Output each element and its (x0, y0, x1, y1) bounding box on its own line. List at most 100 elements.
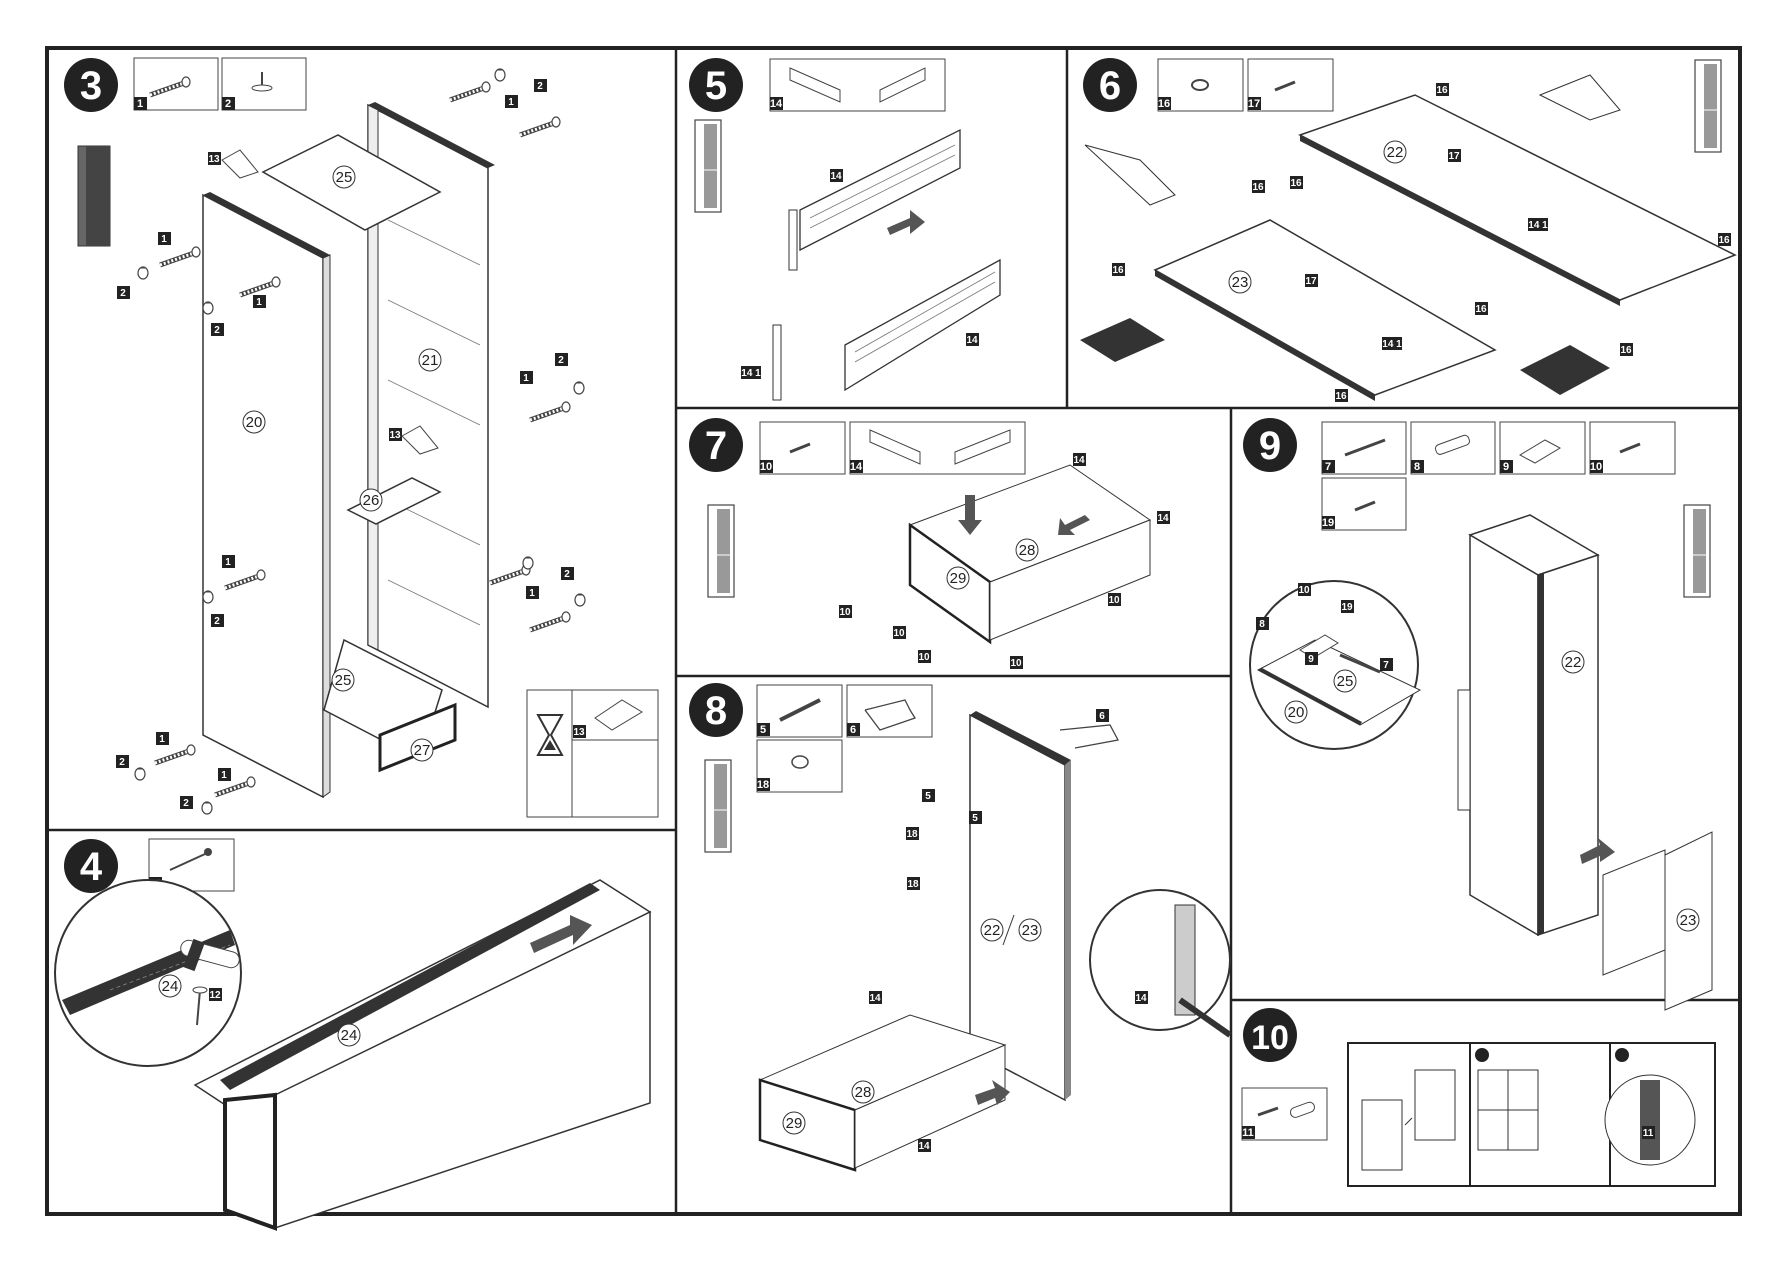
svg-text:10: 10 (1010, 658, 1022, 669)
tag-cluster: 1 2 1 2 1 2 1 2 1 2 2 1 1 2 1 2 (116, 79, 574, 809)
svg-text:8: 8 (1259, 619, 1265, 630)
svg-text:16: 16 (1290, 178, 1302, 189)
drill-icon (1538, 74, 1621, 121)
svg-text:1: 1 (161, 234, 167, 245)
step-4-panel: 4 12 24 24 12 (54, 838, 652, 1231)
svg-text:25: 25 (335, 672, 352, 689)
svg-text:1: 1 (508, 97, 514, 108)
svg-text:14: 14 (918, 1141, 930, 1152)
step-9-panel: 9 7 8 9 10 19 22 23 20 (1243, 418, 1713, 1011)
svg-text:7: 7 (1325, 461, 1331, 473)
step-6-panel: 6 16 17 22 23 16 16 16 16 16 16 (1080, 58, 1737, 402)
step-10-panel: 10 11 11 (1241, 1008, 1716, 1187)
svg-text:10: 10 (893, 628, 905, 639)
step-number-badge (64, 58, 118, 112)
part-box-2 (221, 57, 307, 111)
svg-text:20: 20 (246, 414, 263, 431)
svg-text:11: 11 (1643, 1128, 1654, 1139)
svg-text:2: 2 (119, 757, 125, 768)
svg-text:5: 5 (760, 724, 766, 736)
svg-text:9: 9 (1503, 461, 1509, 473)
svg-text:16: 16 (1335, 391, 1347, 402)
svg-text:11: 11 (1242, 1127, 1254, 1139)
svg-text:24: 24 (162, 978, 179, 995)
step-3-number: 3 (80, 64, 102, 108)
svg-text:4: 4 (80, 845, 103, 889)
svg-text:14 1: 14 1 (741, 368, 761, 379)
svg-text:16: 16 (1436, 85, 1448, 96)
svg-text:12: 12 (209, 990, 221, 1001)
svg-text:22: 22 (1387, 144, 1404, 161)
svg-text:13: 13 (208, 154, 220, 165)
svg-text:2: 2 (564, 569, 570, 580)
svg-text:24: 24 (341, 1027, 358, 1044)
svg-text:14: 14 (850, 461, 863, 473)
svg-text:14: 14 (966, 335, 978, 346)
svg-text:6: 6 (850, 724, 856, 736)
svg-text:16: 16 (1620, 345, 1632, 356)
svg-text:17: 17 (1305, 276, 1317, 287)
svg-text:6: 6 (1099, 711, 1105, 722)
svg-text:17: 17 (1248, 98, 1260, 110)
svg-text:14: 14 (869, 993, 881, 1004)
svg-text:23: 23 (1232, 274, 1249, 291)
svg-text:10: 10 (1108, 595, 1120, 606)
svg-text:10: 10 (918, 652, 930, 663)
step-7-panel: 7 10 14 28 29 14 14 10 10 10 10 10 (689, 418, 1170, 669)
svg-text:2: 2 (214, 616, 220, 627)
svg-text:5: 5 (925, 791, 931, 802)
svg-text:10: 10 (1251, 1019, 1289, 1057)
svg-text:1: 1 (529, 588, 535, 599)
svg-text:6: 6 (1099, 64, 1121, 108)
svg-text:5: 5 (705, 64, 727, 108)
svg-text:2: 2 (225, 98, 231, 110)
svg-text:14: 14 (1157, 513, 1169, 524)
svg-text:29: 29 (950, 570, 967, 587)
step-3-panel: 3 1 2 20 21 25 (64, 57, 659, 818)
svg-text:13: 13 (573, 727, 585, 738)
svg-text:1: 1 (225, 557, 231, 568)
svg-text:2: 2 (214, 325, 220, 336)
step-8-panel: 8 5 6 18 22 23 6 5 5 18 18 28 (689, 683, 1232, 1172)
svg-text:16: 16 (1475, 304, 1487, 315)
svg-text:7: 7 (705, 424, 727, 468)
svg-text:1: 1 (137, 98, 143, 110)
hourglass-icon (536, 714, 564, 756)
svg-text:2: 2 (558, 355, 564, 366)
drill-icon (1084, 144, 1176, 206)
svg-text:28: 28 (855, 1084, 872, 1101)
svg-text:9: 9 (1308, 654, 1314, 665)
svg-text:10: 10 (1298, 585, 1310, 596)
svg-text:26: 26 (363, 492, 380, 509)
svg-text:21: 21 (422, 352, 439, 369)
step-5-panel: 5 14 14 14 14 1 (689, 58, 1001, 401)
svg-text:19: 19 (1341, 602, 1353, 613)
svg-text:18: 18 (906, 829, 918, 840)
svg-text:20: 20 (1288, 704, 1305, 721)
svg-text:14: 14 (830, 171, 842, 182)
part-box-14 (769, 58, 946, 112)
svg-text:27: 27 (414, 742, 431, 759)
svg-text:10: 10 (1590, 461, 1602, 473)
part-box-11 (1241, 1087, 1328, 1141)
svg-text:14: 14 (770, 98, 783, 110)
svg-text:22: 22 (1565, 654, 1582, 671)
svg-text:2: 2 (183, 798, 189, 809)
svg-text:18: 18 (907, 879, 919, 890)
svg-text:1: 1 (221, 770, 227, 781)
svg-text:9: 9 (1259, 424, 1281, 468)
svg-text:18: 18 (757, 779, 769, 791)
svg-text:1: 1 (256, 297, 262, 308)
svg-text:1: 1 (159, 734, 165, 745)
arrow-icon (530, 915, 592, 953)
part-box-19 (1321, 477, 1407, 531)
svg-text:28: 28 (1019, 542, 1036, 559)
part-box-7 (1321, 421, 1407, 475)
svg-text:19: 19 (1322, 517, 1334, 529)
svg-text:23: 23 (1680, 912, 1697, 929)
svg-text:16: 16 (1158, 98, 1170, 110)
part-box-6 (846, 684, 933, 738)
svg-text:14: 14 (1135, 993, 1147, 1004)
svg-text:2: 2 (537, 81, 543, 92)
svg-text:14 1: 14 1 (1382, 339, 1402, 350)
